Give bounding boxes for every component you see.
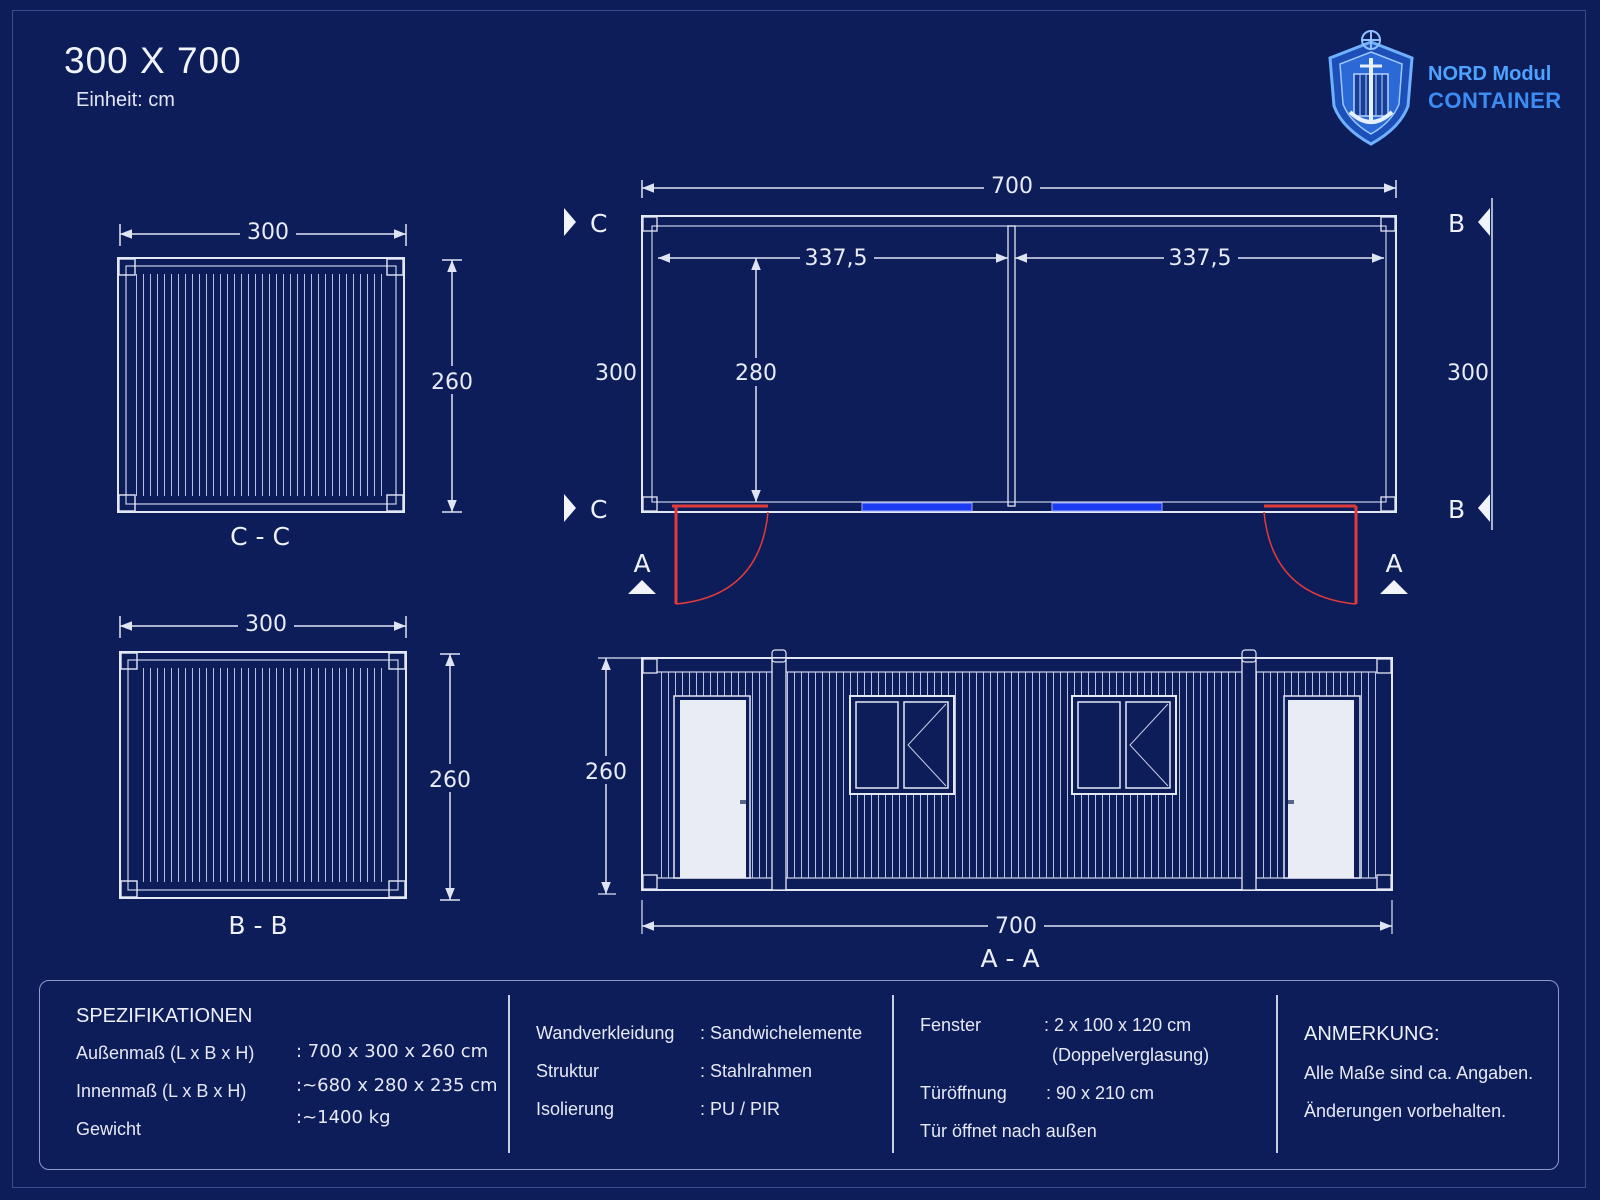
material-value: : Sandwichelemente	[700, 1023, 863, 1043]
spec-row-label: Innenmaß (L x B x H)	[76, 1081, 247, 1101]
elev-height-label: 260	[585, 760, 627, 785]
spec-divider	[1276, 995, 1278, 1153]
brand-name: NORD Modul	[1428, 63, 1552, 85]
material-value: : Stahlrahmen	[700, 1061, 813, 1081]
material-label: Wandverkleidung	[536, 1023, 675, 1043]
spec-row-value: :~1400 kg	[296, 1107, 391, 1128]
elev-length-label: 700	[995, 914, 1037, 939]
drawing-frame	[12, 10, 1586, 1188]
marker-c-top: C	[590, 209, 607, 238]
window-label: Fenster	[920, 1015, 982, 1035]
floor-plan-view: 700 337,5 337,5 280 300 300	[564, 170, 1493, 605]
specification-panel: SPEZIFIKATIONEN Außenmaß (L x B x H) : 7…	[39, 980, 1559, 1170]
marker-a-left: A	[633, 549, 650, 578]
note-line: Änderungen vorbehalten.	[1304, 1101, 1507, 1121]
spec-heading: SPEZIFIKATIONEN	[76, 1005, 253, 1027]
material-label: Struktur	[536, 1061, 600, 1081]
door-value: : 90 x 210 cm	[1046, 1083, 1155, 1103]
shield-anchor-icon	[1328, 30, 1414, 146]
section-cc-label: C - C	[230, 522, 290, 551]
door-note: Tür öffnet nach außen	[920, 1121, 1097, 1141]
section-aa-label: A - A	[980, 944, 1039, 973]
marker-c-bottom: C	[590, 495, 607, 524]
spec-row-label: Gewicht	[76, 1119, 142, 1139]
plan-length-label: 700	[991, 174, 1033, 199]
material-label: Isolierung	[536, 1099, 615, 1119]
window-note: (Doppelverglasung)	[1052, 1045, 1210, 1065]
plan-half-right-label: 337,5	[1169, 246, 1232, 271]
section-bb-label: B - B	[228, 911, 287, 940]
material-value: : PU / PIR	[700, 1099, 781, 1119]
section-cc-view: 300 260 C - C	[117, 218, 478, 551]
plan-inner-width-label: 280	[735, 361, 777, 386]
note-line: Alle Maße sind ca. Angaben.	[1304, 1063, 1534, 1083]
plan-width-right-label: 300	[1447, 361, 1489, 386]
bb-width-label: 300	[245, 612, 287, 637]
cc-width-label: 300	[247, 220, 289, 245]
bb-height-label: 260	[429, 768, 471, 793]
page-title: 300 X 700	[64, 40, 242, 81]
elevation-aa-view: 260 700 A - A	[584, 649, 1393, 973]
cc-height-label: 260	[431, 370, 473, 395]
spec-divider	[508, 995, 510, 1153]
section-bb-view: 300 260 B - B	[119, 610, 476, 940]
marker-b-bottom: B	[1448, 495, 1465, 524]
spec-divider	[892, 995, 894, 1153]
unit-label: Einheit: cm	[76, 89, 175, 111]
brand-logo	[1326, 28, 1416, 146]
brand-subtitle: CONTAINER	[1428, 88, 1562, 113]
door-label: Türöffnung	[920, 1083, 1007, 1103]
spec-row-value: : 700 x 300 x 260 cm	[296, 1041, 489, 1062]
spec-row-label: Außenmaß (L x B x H)	[76, 1043, 255, 1063]
marker-a-right: A	[1385, 549, 1402, 578]
plan-width-left-label: 300	[595, 361, 637, 386]
plan-half-left-label: 337,5	[805, 246, 868, 271]
spec-row-value: :~680 x 280 x 235 cm	[296, 1075, 498, 1096]
note-heading: ANMERKUNG:	[1304, 1023, 1440, 1045]
marker-b-top: B	[1448, 209, 1465, 238]
window-value: : 2 x 100 x 120 cm	[1044, 1015, 1192, 1035]
